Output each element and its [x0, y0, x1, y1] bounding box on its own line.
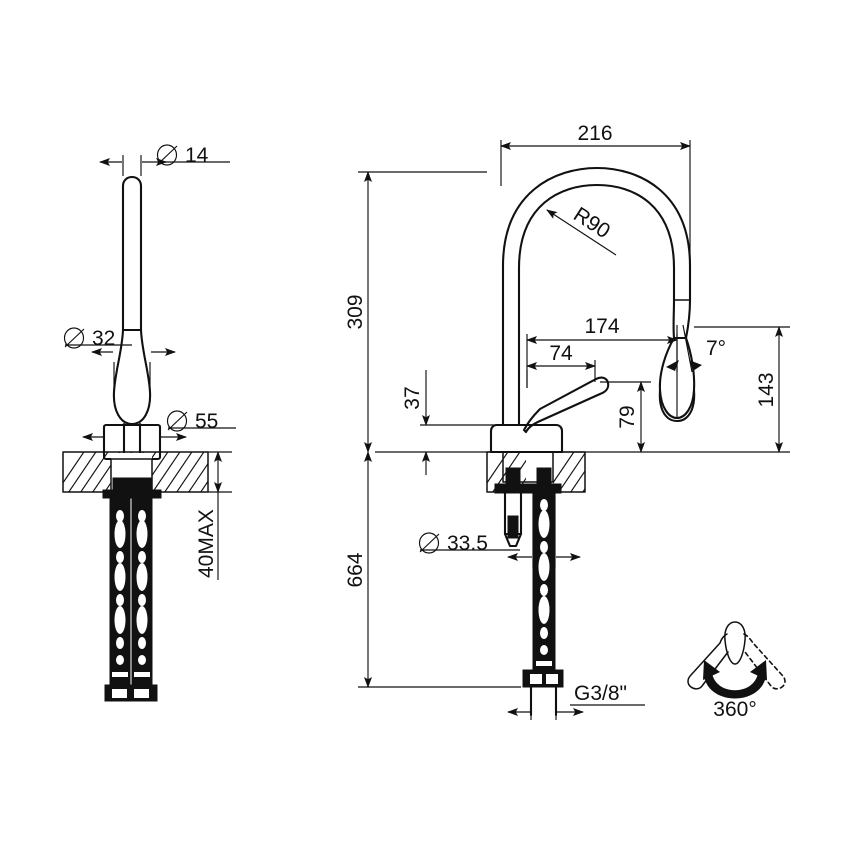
dim-664: 664	[344, 451, 521, 688]
dim-79-label: 79	[616, 405, 639, 428]
side-base-escutcheon	[489, 423, 564, 454]
dim-664-label: 664	[344, 552, 367, 587]
dim-dia55-label: 55	[195, 410, 218, 433]
side-lever-handle	[522, 376, 610, 434]
dim-40max: 40MAX	[195, 451, 232, 580]
side-view-group: 216 R90 309 174	[344, 122, 790, 720]
dim-thread-label: G3/8"	[574, 682, 627, 705]
dim-dia32-label: 32	[92, 327, 115, 350]
dim-thread: G3/8"	[507, 682, 645, 720]
dim-r90: R90	[546, 203, 617, 256]
dim-216-label: 216	[577, 122, 612, 145]
dim-309: 309	[344, 171, 487, 453]
dim-r90-label: R90	[569, 203, 614, 243]
front-view-group: 14 32 55	[62, 144, 236, 702]
dim-dia32: 32	[63, 327, 176, 392]
dim-74: 74	[526, 342, 596, 388]
side-flexible-hose	[522, 491, 564, 717]
dim-143-label: 143	[755, 372, 778, 407]
front-hose-braid-right	[134, 510, 150, 677]
dim-dia335-label: 33.5	[447, 532, 488, 555]
dim-74-label: 74	[549, 342, 573, 365]
dim-174: 174	[526, 315, 678, 418]
dim-174-label: 174	[584, 315, 619, 338]
front-mounting-shank	[102, 477, 162, 499]
front-spout-tube	[112, 175, 152, 483]
side-hose-braid	[536, 499, 552, 666]
dim-40max-label: 40MAX	[195, 509, 218, 578]
dim-309-label: 309	[344, 294, 367, 329]
front-hose-braid-left	[112, 510, 128, 677]
side-mounting-shank	[494, 451, 562, 494]
dim-37-label: 37	[401, 386, 424, 409]
dim-143: 143	[694, 326, 790, 453]
dim-7deg: 7°	[666, 324, 726, 373]
rotation-arc	[704, 673, 766, 699]
front-flexible-hoses	[104, 496, 158, 702]
dim-7deg-label: 7°	[706, 337, 726, 360]
dim-216: 216	[500, 122, 691, 300]
dim-dia14-label: 14	[185, 144, 209, 167]
side-cartridge-stem	[503, 490, 523, 548]
dim-dia14: 14	[99, 144, 230, 176]
rotation-label: 360°	[713, 698, 756, 721]
dim-37: 37	[401, 370, 503, 475]
dim-79: 79	[600, 381, 651, 453]
swivel-rotation-icon: 360°	[687, 621, 786, 721]
side-spout-body	[501, 166, 696, 427]
dim-dia55: 55	[82, 410, 236, 444]
dim-dia335: 33.5	[418, 492, 581, 568]
